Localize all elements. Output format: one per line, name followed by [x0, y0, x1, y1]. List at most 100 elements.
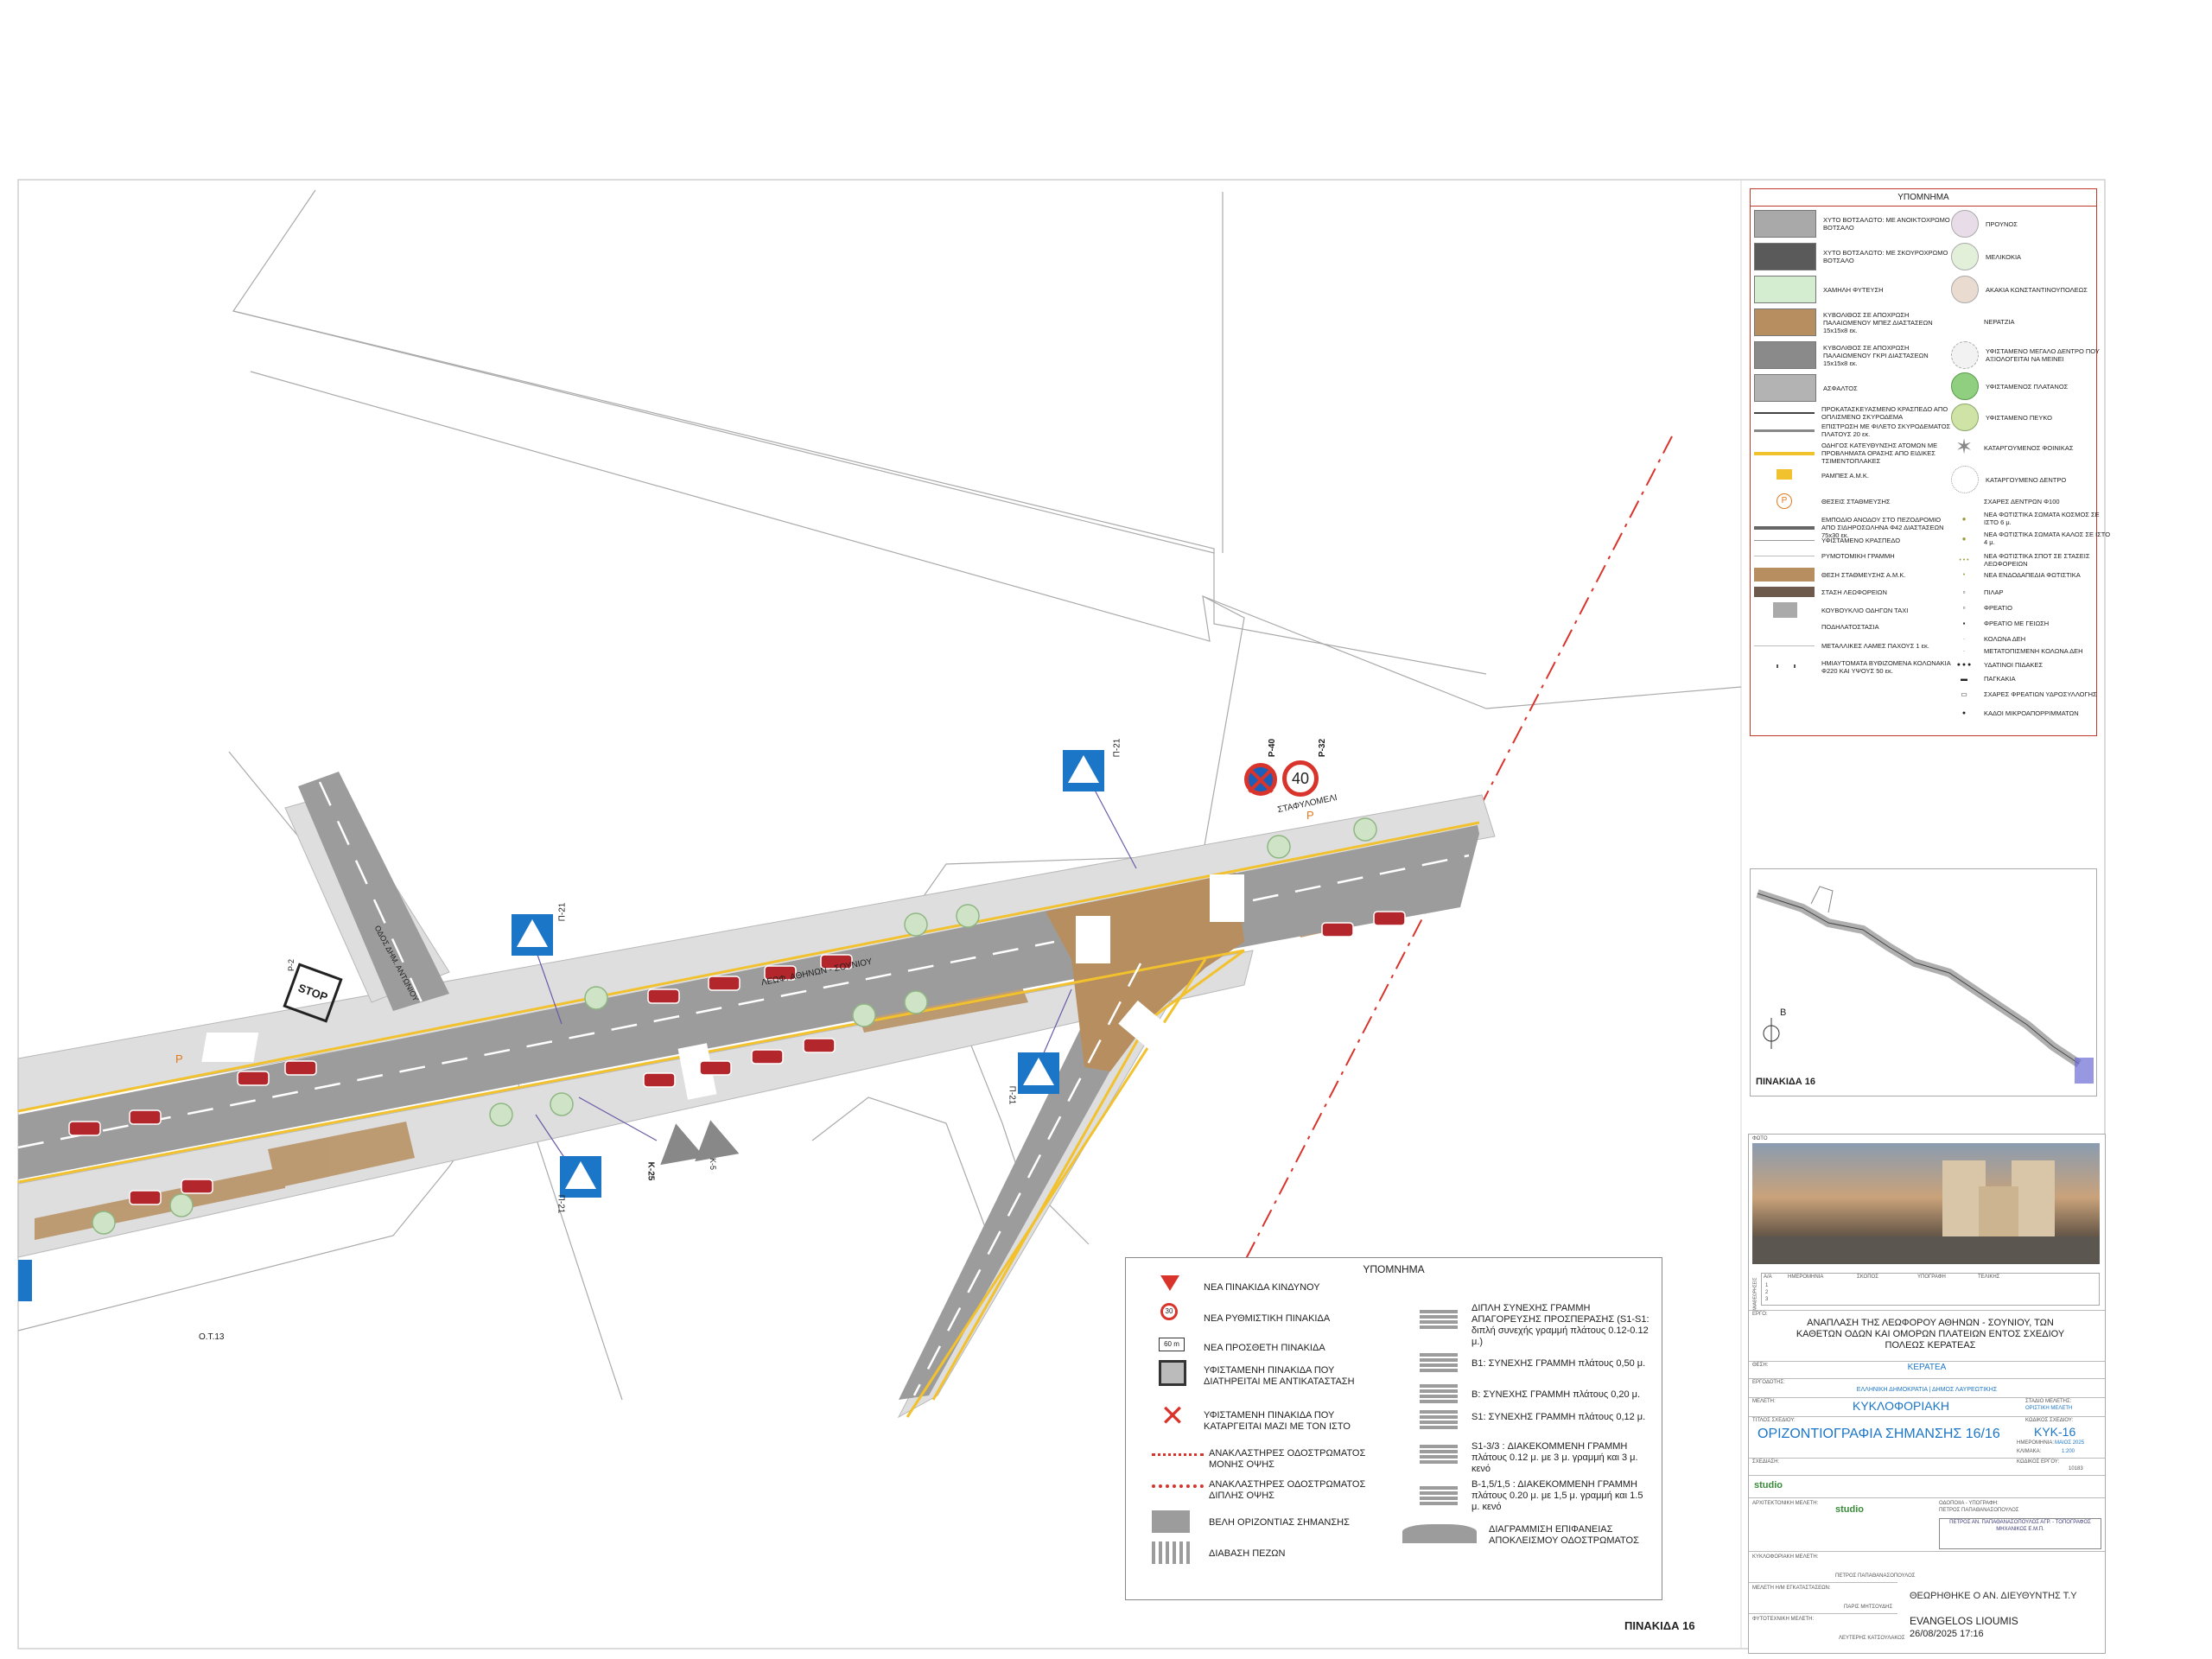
legend-line-row: ΡΥΜΟΤΟΜΙΚΗ ΓΡΑΜΜΗ — [1754, 552, 1951, 560]
legend-tree-icon — [1951, 372, 1979, 400]
sign-code-label: Π-21 — [1112, 738, 1122, 758]
key-map-label: ΠΙΝΑΚΙΔΑ 16 — [1756, 1077, 1816, 1087]
arrow-marking-icon — [1152, 1510, 1190, 1533]
legend-line-row: ΚΟΥΒΟΥΚΛΙΟ ΟΔΗΓΩΝ ΤΑΧΙ — [1754, 602, 1951, 618]
legend-tree-icon — [1951, 404, 1979, 431]
warning-sign-icon — [1160, 1275, 1179, 1291]
pedestrian-crossing-sign — [560, 1156, 601, 1198]
legend-tree-row: ΑΚΑΚΙΑ ΚΩΝΣΤΑΝΤΙΝΟΥΠΟΛΕΩΣ — [1951, 276, 2115, 303]
speed-limit-value: 40 — [1291, 770, 1310, 787]
signature-date: 26/08/2025 17:16 — [1910, 1629, 1984, 1639]
legend-symbol-row: ·ΚΟΛΩΝΑ ΔΕΗ — [1963, 635, 2026, 643]
additional-plate-icon: 60 m — [1159, 1338, 1185, 1351]
legend-swatch-row: ΚΥΒΟΛΙΘΟΣ ΣΕ ΑΠΟΧΡΩΣΗ ΠΑΛΑΙΩΜΕΝΟΥ ΓΚΡΙ Δ… — [1754, 341, 1953, 369]
sign-code-label: Ρ-2 — [287, 958, 296, 972]
no-stopping-sign — [1244, 763, 1277, 796]
drawing-title: ΟΡΙΖΟΝΤΙΟΓΡΑΦΙΑ ΣΗΜΑΝΣΗΣ 16/16 — [1758, 1427, 2000, 1441]
legend-top: ΥΠΟΜΝΗΜΑ ΧΥΤΟ ΒΟΤΣΑΛΩΤΟ: ΜΕ ΑΝΟΙΚΤΟΧΡΩΜΟ… — [1750, 188, 2110, 736]
title-block: ΦΩΤΟ ΑΝΑΘΕΩΡΗΣΕΙΣ Α/Α ΗΜΕΡΟΜΗΝΙΑ ΣΚΟΠΟΣ … — [1748, 1134, 2106, 1654]
legend-symbol-row: ΣΧΑΡΕΣ ΔΕΝΤΡΩΝ Φ100 — [1951, 497, 2113, 505]
legend-symbol-row: ▬ΠΑΓΚΑΚΙΑ — [1961, 675, 2016, 683]
legend-tree-row: ΥΦΙΣΤΑΜΕΝΟ ΠΕΥΚΟ — [1951, 404, 2115, 431]
line-swatch — [1420, 1310, 1458, 1329]
legend-tree-row: ΚΑΤΑΡΓΟΥΜΕΝΟ ΔΕΝΤΡΟ — [1951, 466, 2115, 493]
sign-code-label: Π-21 — [557, 902, 568, 922]
project-title: ΑΝΑΠΛΑΣΗ ΤΗΣ ΛΕΩΦΟΡΟΥ ΑΘΗΝΩΝ - ΣΟΥΝΙΟΥ, … — [1796, 1318, 2065, 1351]
legend-tree-icon — [1951, 210, 1979, 238]
existing-sign-icon — [1159, 1360, 1186, 1386]
pedestrian-crossing-sign — [1063, 750, 1104, 791]
drawing-code: ΚΥΚ-16 — [2034, 1425, 2076, 1439]
legend-symbol-icon — [1951, 497, 1977, 505]
legend-symbol-row: •ΝΕΑ ΕΝΔΟΔΑΠΕΔΙΑ ΦΩΤΙΣΤΙΚΑ — [1962, 571, 2081, 579]
drawing-scale: 1:200 — [2062, 1449, 2075, 1454]
review-note: ΘΕΩΡΗΘΗΚΕ Ο ΑΝ. ΔΙΕΥΘΥΝΤΗΣ Τ.Υ — [1910, 1591, 2077, 1601]
photo-caption: ΦΩΤΟ — [1752, 1136, 1768, 1141]
legend-tree-row: ΠΡΟΥΝΟΣ — [1951, 210, 2115, 238]
block-label: Ο.Τ.13 — [199, 1332, 225, 1342]
legend-line-row: ΡΑΜΠΕΣ Α.Μ.Κ. — [1754, 469, 1951, 481]
project-owner: ΕΛΛΗΝΙΚΗ ΔΗΜΟΚΡΑΤΙΑ | ΔΗΜΟΣ ΛΑΥΡΕΩΤΙΚΗΣ — [1856, 1387, 1998, 1393]
key-map: Β ΠΙΝΑΚΙΔΑ 16 — [1750, 868, 2097, 1096]
parking-symbol: P — [1306, 809, 1314, 822]
legend-line-row: ΕΠΙΣΤΡΩΣΗ ΜΕ ΦΙΛΕΤΟ ΣΚΥΡΟΔΕΜΑΤΟΣ ΠΛΑΤΟΥΣ… — [1754, 423, 1951, 438]
reflector-single-icon — [1152, 1453, 1204, 1456]
line-swatch — [1420, 1445, 1458, 1464]
legend-swatch-row: ΧΑΜΗΛΗ ΦΥΤΕΥΣΗ — [1754, 276, 1953, 303]
line-swatch — [1420, 1486, 1458, 1505]
legend-line-row: ΥΦΙΣΤΑΜΕΝΟ ΚΡΑΣΠΕΔΟ — [1754, 537, 1951, 544]
legend-tree-row: ΜΕΛΙΚΟΚΙΑ — [1951, 243, 2115, 270]
legend-swatch — [1754, 308, 1816, 336]
legend-tree-row: ΝΕΡΑΤΖΙΑ — [1951, 308, 2113, 334]
sign-code-label: Ρ-40 — [1268, 738, 1278, 758]
pedestrian-crossing-sign-partial — [18, 1260, 32, 1301]
legend-tree-row: ΥΦΙΣΤΑΜΕΝΟΣ ΠΛΑΤΑΝΟΣ — [1951, 372, 2115, 400]
legend-tree-row: ✶ΚΑΤΑΡΓΟΥΜΕΝΟΣ ΦΟΙΝΙΚΑΣ — [1951, 435, 2113, 461]
revisions-table: Α/Α ΗΜΕΡΟΜΗΝΙΑ ΣΚΟΠΟΣ ΥΠΟΓΡΑΦΗ ΤΕΛΙΚΗΣ 1… — [1761, 1273, 2100, 1306]
legend-tree-row: ΥΦΙΣΤΑΜΕΝΟ ΜΕΓΑΛΟ ΔΕΝΤΡΟ ΠΟΥ ΑΞΙΟΛΟΓΕΙΤΑ… — [1951, 341, 2115, 369]
legend-symbol-row: ▫ΦΡΕΑΤΙΟ — [1962, 604, 2012, 612]
sign-code-label: Κ-5 — [709, 1157, 718, 1171]
legend-swatch-row: ΧΥΤΟ ΒΟΤΣΑΛΩΤΟ: ΜΕ ΑΝΟΙΚΤΟΧΡΩΜΟ ΒΟΤΣΑΛΟ — [1754, 210, 1953, 238]
stop-sign-text: STOP — [296, 981, 330, 1004]
parked-cars — [68, 911, 1406, 1205]
parking-symbol: P — [175, 1052, 183, 1065]
legend-swatch-row: ΑΣΦΑΛΤΟΣ — [1754, 374, 1953, 402]
line-swatch — [1420, 1410, 1458, 1429]
drawing-date: ΜΑΙΟΣ 2025 — [2055, 1440, 2085, 1446]
signer-name: EVANGELOS LIOUMIS — [1910, 1615, 2018, 1627]
legend-line-row: ΠΟΔΗΛΑΤΟΣΤΑΣΙΑ — [1821, 623, 1879, 631]
project-location: ΚΕΡΑΤΕΑ — [1907, 1363, 1947, 1372]
legend-symbol-row: ▫ΠΙΛΑΡ — [1962, 588, 2004, 596]
sign-code-label: Π-21 — [556, 1194, 566, 1214]
sign-code-label: Π-21 — [1007, 1085, 1017, 1105]
legend-tree-icon — [1951, 243, 1979, 270]
legend-bottom-title: ΥΠΟΜΝΗΜΑ — [1363, 1263, 1425, 1275]
legend-symbol-row: ●ΚΑΔΟΙ ΜΙΚΡΟΑΠΟΡΡΙΜΜΑΤΩΝ — [1961, 709, 2079, 717]
sign-code-label: Ρ-32 — [1318, 738, 1328, 758]
study-type: ΚΥΚΛΟΦΟΡΙΑΚΗ — [1853, 1399, 1950, 1413]
legend-symbol-row: ●ΝΕΑ ΦΩΤΙΣΤΙΚΑ ΣΩΜΑΤΑ ΚΑΛΟΣ ΣΕ ΙΣΤΟ 4 μ. — [1961, 531, 2111, 546]
warning-sign — [688, 1116, 740, 1162]
revisions-side-label: ΑΝΑΘΕΩΡΗΣΕΙΣ — [1752, 1277, 1758, 1312]
legend-swatch-row: ΧΥΤΟ ΒΟΤΣΑΛΩΤΟ: ΜΕ ΣΚΟΥΡΟΧΡΩΜΟ ΒΟΤΣΑΛΟ — [1754, 243, 1953, 270]
legend-symbol-row: ▪ΦΡΕΑΤΙΟ ΜΕ ΓΕΙΩΣΗ — [1962, 620, 2050, 627]
key-map-drawing — [1756, 886, 2094, 1084]
studio-logo-2: studio — [1835, 1504, 1864, 1515]
legend-swatch — [1754, 243, 1816, 270]
hatch-swatch — [1402, 1524, 1477, 1543]
lane-markings — [17, 781, 1470, 1396]
sheet-label: ΠΙΝΑΚΙΔΑ 16 — [1624, 1619, 1695, 1632]
legend-symbol-row: • • •ΝΕΑ ΦΩΤΙΣΤΙΚΑ ΣΠΟΤ ΣΕ ΣΤΑΣΕΙΣ ΛΕΩΦΟ… — [1959, 552, 2090, 568]
legend-line-row: ΘΕΣΗ ΣΤΑΘΜΕΥΣΗΣ Α.Μ.Κ. — [1754, 568, 1951, 582]
property-lines — [17, 189, 1742, 1401]
legend-tree-icon — [1951, 341, 1979, 369]
line-swatch — [1420, 1384, 1458, 1403]
reflector-double-icon — [1152, 1484, 1204, 1488]
legend-symbol-row: ·ΜΕΤΑΤΟΠΙΣΜΕΝΗ ΚΟΛΩΝΑ ΔΕΗ — [1963, 647, 2083, 655]
north-arrow-label: Β — [1780, 1007, 1787, 1018]
legend-swatch-row: ΚΥΒΟΛΙΘΟΣ ΣΕ ΑΠΟΧΡΩΣΗ ΠΑΛΑΙΩΜΕΝΟΥ ΜΠΕΖ Δ… — [1754, 308, 1953, 336]
legend-swatch — [1754, 210, 1816, 238]
zebra-icon — [1152, 1541, 1190, 1564]
